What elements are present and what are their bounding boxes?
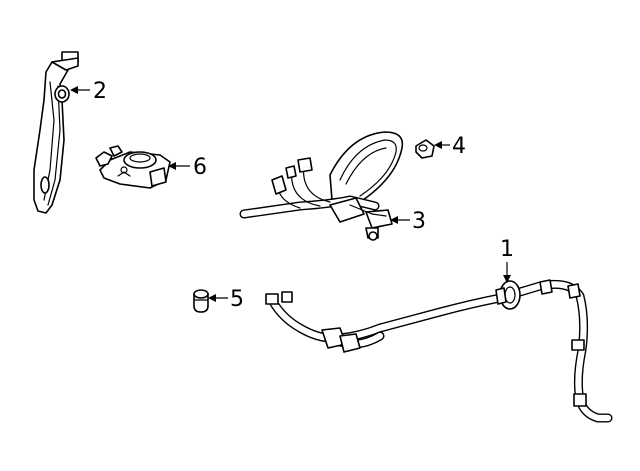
part-4-cap: [415, 139, 435, 159]
part-1-cable: [265, 279, 613, 423]
part-3-harness: [239, 131, 404, 241]
callout-5-label: 5: [230, 287, 244, 312]
callout-1-label: 1: [500, 237, 514, 262]
callout-5: 5: [208, 287, 244, 312]
callout-3-label: 3: [412, 209, 426, 234]
part-6-mount: [95, 145, 171, 189]
part-5-grommet: [193, 289, 209, 313]
part-2-strap: [33, 51, 79, 214]
callout-2-label: 2: [93, 79, 107, 104]
callout-4: 4: [434, 134, 466, 159]
callout-6-label: 6: [193, 155, 207, 180]
callout-3: 3: [390, 209, 426, 234]
callout-1: 1: [500, 237, 514, 283]
callout-6: 6: [168, 155, 207, 180]
callout-4-label: 4: [452, 134, 466, 159]
callout-2: 2: [70, 79, 107, 104]
